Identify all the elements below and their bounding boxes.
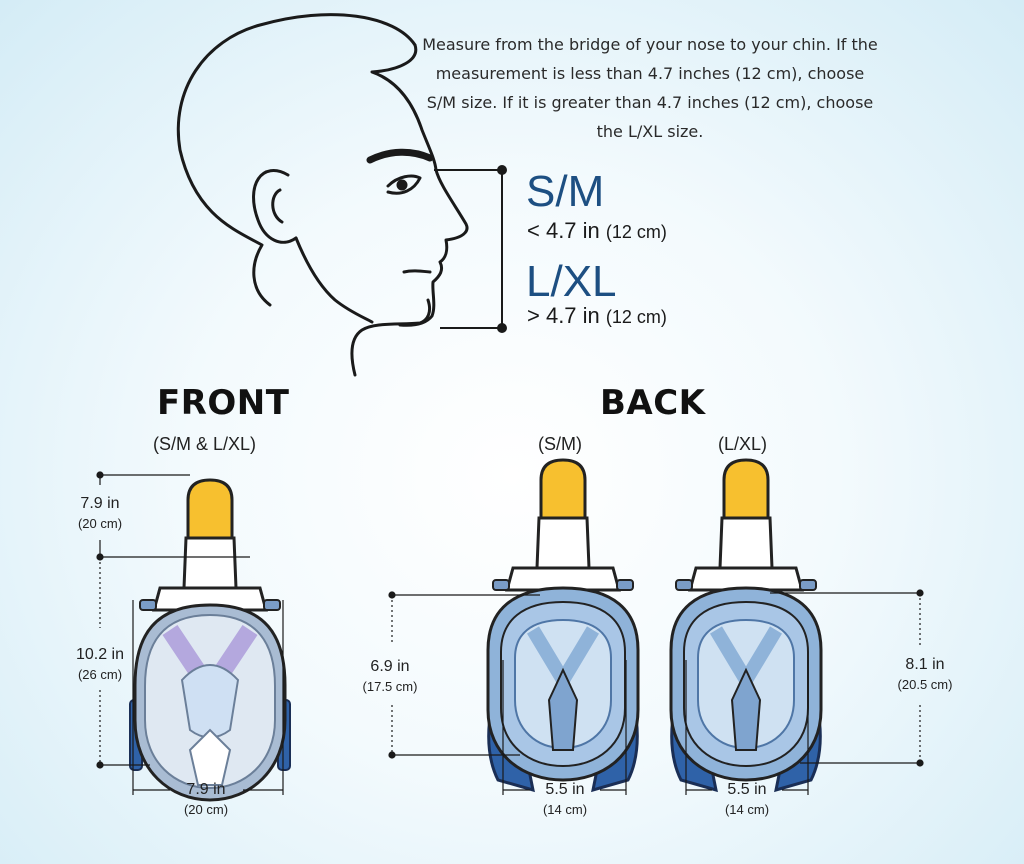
front-width-dimension-cm: (20 cm) <box>183 802 229 817</box>
size-lxl-range-in: > 4.7 in <box>527 303 600 328</box>
front-dimension-lines <box>96 471 284 795</box>
back-sm-width-dimension-in: 5.5 in <box>545 781 585 798</box>
size-sm-range: < 4.7 in (12 cm) <box>527 220 667 242</box>
front-subtitle: (S/M & L/XL) <box>153 434 257 454</box>
head-profile-illustration <box>176 13 469 377</box>
size-lxl-label: L/XL <box>526 257 617 306</box>
front-top-dimension: 7.9 in (20 cm) <box>64 494 136 534</box>
size-lxl-range-cm: (12 cm) <box>605 307 667 327</box>
front-width-dimension: 7.9 in (20 cm) <box>170 780 242 820</box>
back-sm-width-dimension-cm: (14 cm) <box>542 802 588 817</box>
back-lxl-height-dimension-in: 8.1 in <box>905 656 945 673</box>
back-lxl-mask-illustration <box>671 460 821 790</box>
front-top-dimension-in: 7.9 in <box>80 495 120 512</box>
back-heading: BACK <box>600 383 706 423</box>
front-height-dimension-cm: (26 cm) <box>77 667 123 682</box>
back-sm-height-dimension-in: 6.9 in <box>370 658 410 675</box>
size-lxl-range: > 4.7 in (12 cm) <box>527 305 667 327</box>
nose-chin-measure-bracket <box>434 165 507 333</box>
back-sm-height-dimension-cm: (17.5 cm) <box>362 679 418 694</box>
back-lxl-width-dimension: 5.5 in (14 cm) <box>712 780 782 820</box>
back-sm-width-dimension: 5.5 in (14 cm) <box>530 780 600 820</box>
size-sm-range-cm: (12 cm) <box>605 222 667 242</box>
measurement-instructions: Measure from the bridge of your nose to … <box>422 35 878 141</box>
back-lxl-height-dimension: 8.1 in (20.5 cm) <box>880 655 970 695</box>
front-top-dimension-cm: (20 cm) <box>77 516 123 531</box>
back-sm-subtitle: (S/M) <box>538 434 582 454</box>
front-heading: FRONT <box>157 383 290 423</box>
back-dimension-lines <box>388 589 924 795</box>
front-height-dimension-in: 10.2 in <box>75 646 125 663</box>
front-width-dimension-in: 7.9 in <box>186 781 226 798</box>
back-lxl-width-dimension-in: 5.5 in <box>727 781 767 798</box>
back-lxl-height-dimension-cm: (20.5 cm) <box>897 677 953 692</box>
size-sm-range-in: < 4.7 in <box>527 218 600 243</box>
front-mask-illustration <box>129 478 291 802</box>
back-sm-mask-illustration <box>488 460 638 790</box>
size-sm-label: S/M <box>526 167 605 216</box>
back-lxl-subtitle: (L/XL) <box>718 434 768 454</box>
front-height-dimension: 10.2 in (26 cm) <box>60 645 140 685</box>
back-sm-height-dimension: 6.9 in (17.5 cm) <box>345 657 435 697</box>
back-lxl-width-dimension-cm: (14 cm) <box>724 802 770 817</box>
